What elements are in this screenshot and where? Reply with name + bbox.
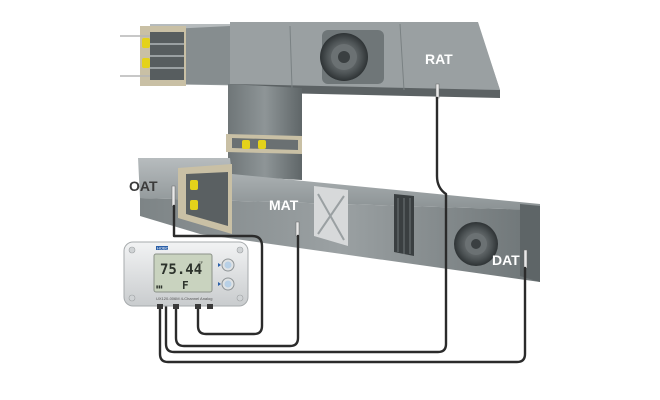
lcd-status: ▮▮▮	[156, 284, 163, 289]
damper-icon	[242, 140, 266, 149]
exhaust-damper	[120, 26, 186, 86]
return-fan	[320, 30, 384, 84]
label-dat: DAT	[492, 252, 520, 268]
sensor-cables	[158, 96, 527, 364]
brand-label: HOBO	[157, 246, 169, 251]
button-icon[interactable]	[221, 277, 235, 291]
supply-fan	[454, 222, 498, 266]
lcd-display	[153, 253, 213, 293]
logger-model: UX120-006M 4-Channel Analog	[156, 296, 212, 301]
label-oat: OAT	[129, 178, 158, 194]
damper-icon	[190, 180, 198, 210]
return-damper	[226, 134, 302, 154]
lcd-sub-reading: F	[182, 279, 189, 292]
damper-icon	[142, 38, 150, 68]
fan-icon	[454, 222, 498, 266]
label-mat: MAT	[269, 197, 299, 213]
data-logger: HOBO 75.44 °F F ▮▮▮ UX120-006M 4-Channel…	[123, 241, 249, 309]
brand-logo	[156, 246, 168, 250]
supply-duct	[138, 158, 540, 282]
button-icon[interactable]	[221, 258, 235, 272]
label-rat: RAT	[425, 51, 453, 67]
lcd-unit: °F	[199, 260, 204, 265]
fan-icon	[320, 33, 368, 81]
lcd-reading: 75.44	[160, 262, 202, 278]
mixing-riser	[228, 84, 302, 180]
